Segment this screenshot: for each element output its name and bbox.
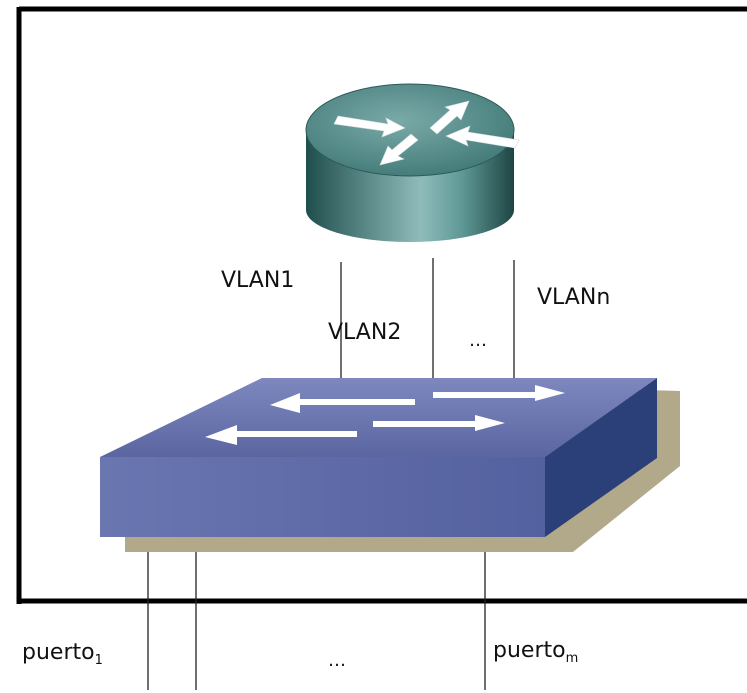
router-icon bbox=[305, 83, 520, 242]
port-last-subscript: m bbox=[565, 651, 579, 666]
boundary-frame bbox=[16, 6, 747, 604]
port-first-base: puerto bbox=[22, 640, 95, 665]
port-lines bbox=[147, 552, 486, 690]
switch-icon bbox=[100, 378, 680, 552]
vlan2-label: VLAN2 bbox=[328, 320, 402, 345]
port-first-subscript: 1 bbox=[94, 653, 103, 668]
vlan1-label: VLAN1 bbox=[221, 268, 295, 293]
vlann-label: VLANn bbox=[537, 285, 611, 310]
port-last-label: puertom bbox=[493, 638, 579, 666]
port-ellipsis: … bbox=[328, 650, 346, 671]
port-first-label: puerto1 bbox=[22, 640, 103, 668]
vlan-ellipsis: … bbox=[469, 330, 487, 351]
port-last-base: puerto bbox=[493, 638, 566, 663]
vlan-links bbox=[340, 258, 515, 380]
